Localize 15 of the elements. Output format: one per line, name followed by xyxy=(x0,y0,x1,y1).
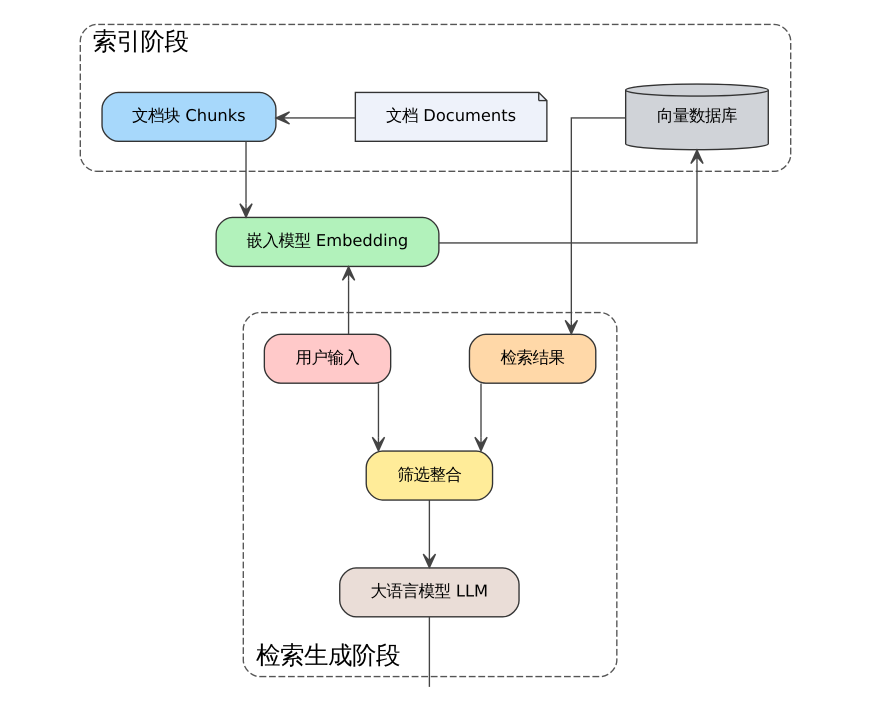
arrow xyxy=(474,384,488,452)
node-box: 筛选整合 xyxy=(365,450,493,501)
arrow xyxy=(238,142,252,218)
arrow xyxy=(274,111,354,125)
node-box: 大语言模型 LLM xyxy=(338,567,520,618)
node-box: 用户输入 xyxy=(263,334,391,384)
arrow xyxy=(371,384,385,452)
arrow xyxy=(422,500,436,568)
connector xyxy=(428,617,430,687)
node-box: 检索结果 xyxy=(468,334,596,384)
node-box: 文档块 Chunks xyxy=(100,92,276,142)
arrow xyxy=(341,266,355,334)
arrow xyxy=(564,117,625,335)
arrow xyxy=(438,149,704,244)
node-box: 嵌入模型 Embedding xyxy=(214,216,440,268)
